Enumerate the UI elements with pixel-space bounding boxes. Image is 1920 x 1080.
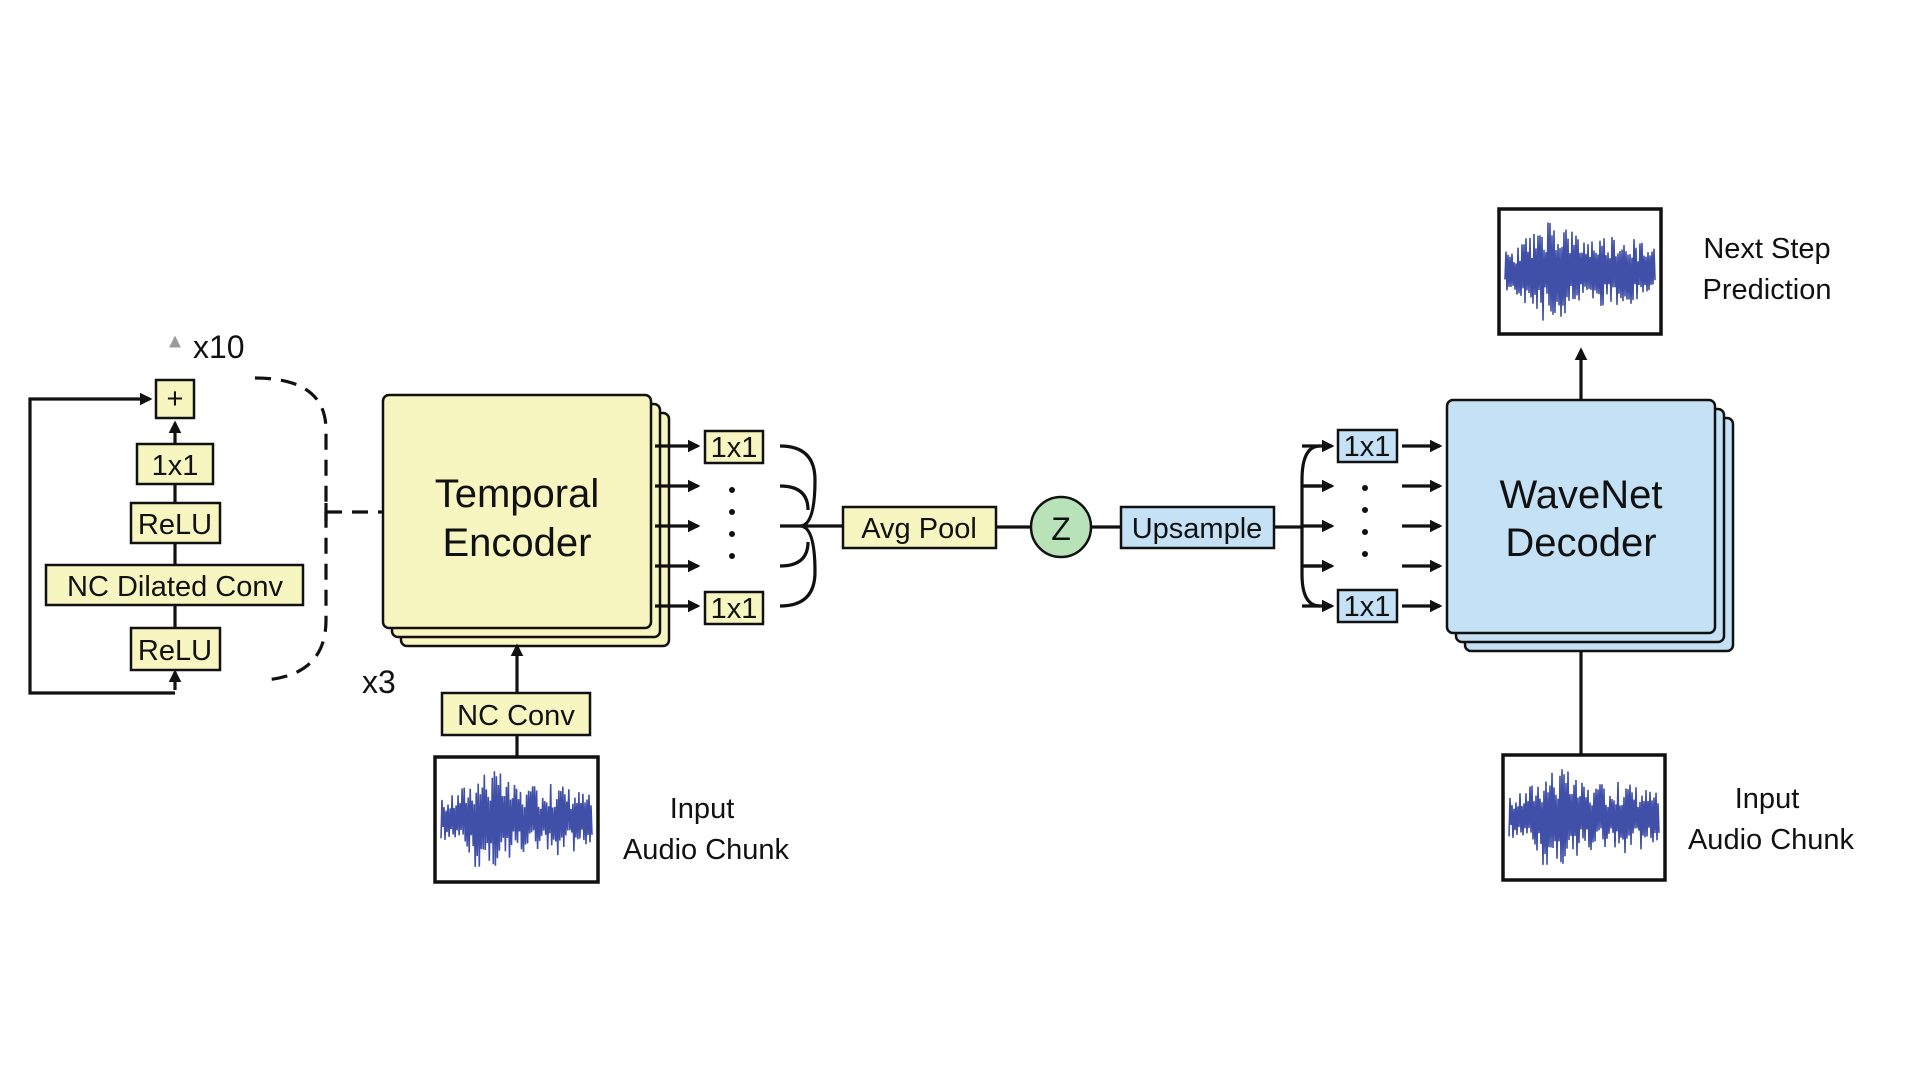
bottleneck: Avg Pool Z Upsample xyxy=(841,495,1276,559)
encoder-output-1x1-top xyxy=(703,429,765,465)
upsample-block xyxy=(1119,505,1276,550)
dilated-conv-block xyxy=(44,563,305,607)
latent-z-label: Z xyxy=(1051,511,1071,547)
residual-bracket-dashed xyxy=(254,376,328,682)
decoder-input-label-line2: Audio Chunk xyxy=(1688,824,1855,856)
avg-pool-block xyxy=(841,505,998,550)
encoder-input-label-line2: Audio Chunk xyxy=(623,834,790,866)
nc-conv-block xyxy=(440,691,592,737)
residual-block: + 1x1 ReLU NC Dilated Conv ReLU x10 xyxy=(28,329,383,740)
temporal-encoder: Temporal Encoder x3 1x1 1x1 NC Conv Inpu… xyxy=(362,393,843,884)
prediction-label-line1: Next Step xyxy=(1703,233,1830,265)
encoder-input-waveform xyxy=(440,771,593,867)
skip-connection-line xyxy=(28,392,175,695)
encoder-output-1x1-bottom-label: 1x1 xyxy=(711,593,758,625)
encoder-ellipsis xyxy=(729,487,735,559)
decoder-input-1x1-bottom-label: 1x1 xyxy=(1344,591,1391,623)
decoder-title-line2: Decoder xyxy=(1505,521,1656,565)
decoder-title-line1: WaveNet xyxy=(1499,473,1662,517)
avg-pool-label: Avg Pool xyxy=(861,513,977,545)
decoder-input-1x1-top-label: 1x1 xyxy=(1344,431,1391,463)
decoder-input-1x1-bottom xyxy=(1336,588,1399,624)
encoder-title-line1: Temporal xyxy=(435,472,600,516)
encoder-output-1x1-bottom xyxy=(703,590,765,626)
dilated-conv-label: NC Dilated Conv xyxy=(67,571,283,603)
encoder-merge-bracket xyxy=(779,444,843,608)
residual-conv1x1-label: 1x1 xyxy=(152,450,199,482)
encoder-input-label-line1: Input xyxy=(670,793,735,825)
upsample-label: Upsample xyxy=(1132,513,1263,545)
encoder-title-line2: Encoder xyxy=(443,521,592,565)
wavenet-decoder: 1x1 1x1 WaveNet Decoder Next Step Predic… xyxy=(1274,207,1855,882)
decoder-ellipsis xyxy=(1362,485,1368,557)
residual-add-label: + xyxy=(167,383,184,415)
decoder-input-label-line1: Input xyxy=(1735,783,1800,815)
relu-bottom-label: ReLU xyxy=(138,635,212,667)
residual-add-node xyxy=(154,378,196,420)
nc-conv-label: NC Conv xyxy=(457,700,575,732)
encoder-block xyxy=(381,393,653,630)
encoder-stack-x3-label: x3 xyxy=(362,664,396,700)
prediction-waveform xyxy=(1504,222,1656,321)
decoder-input-waveform xyxy=(1508,769,1660,865)
decoder-input-1x1-top xyxy=(1336,428,1399,464)
relu-top-label: ReLU xyxy=(138,509,212,541)
relu-bottom-block xyxy=(129,626,222,672)
encoder-output-1x1-top-label: 1x1 xyxy=(711,432,758,464)
prediction-label-line2: Prediction xyxy=(1703,274,1832,306)
relu-top-block xyxy=(129,501,222,545)
repeat-x10-label: x10 xyxy=(193,329,245,365)
residual-conv1x1-block xyxy=(135,442,215,486)
